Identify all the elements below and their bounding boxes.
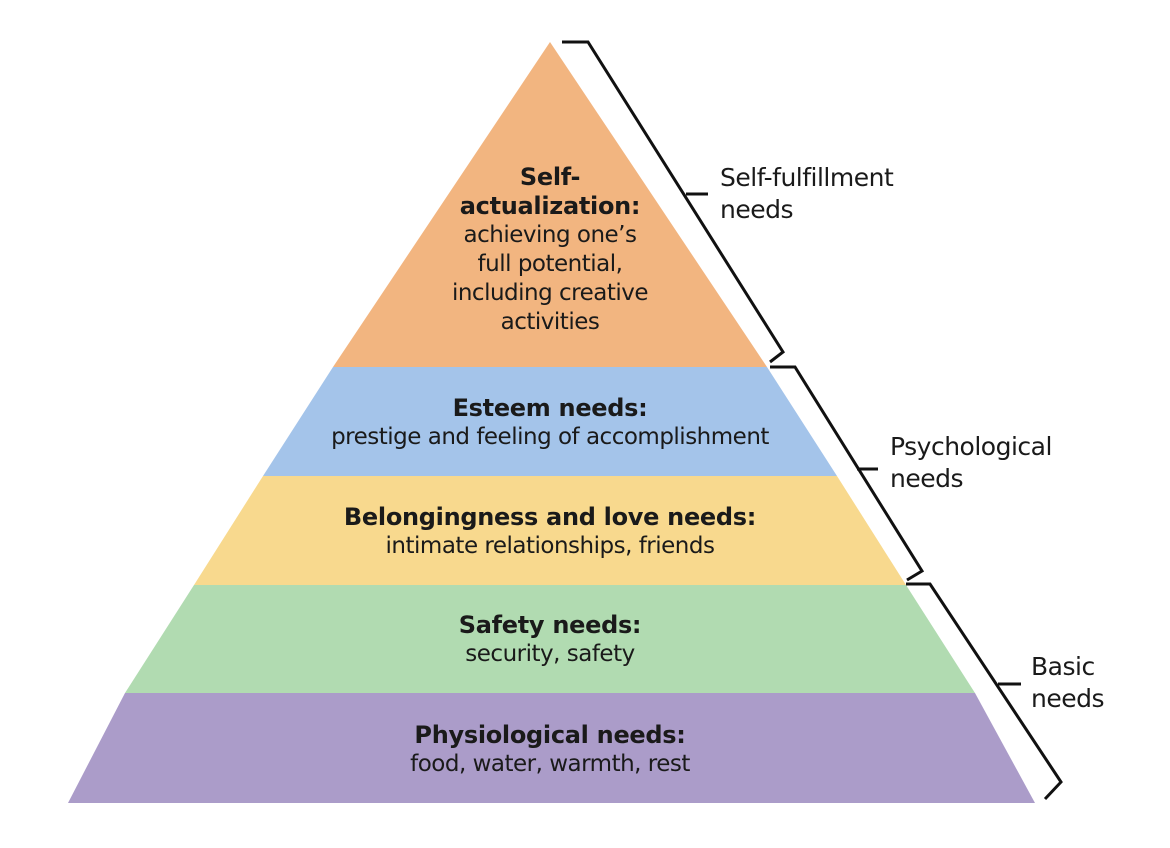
layer-physiological bbox=[68, 693, 1035, 803]
level-title: actualization: bbox=[459, 192, 641, 220]
bracket-self-fulfillment bbox=[562, 40, 785, 364]
label-physiological: Physiological needs: food, water, warmth… bbox=[410, 721, 690, 779]
level-desc: prestige and feeling of accomplishment bbox=[331, 424, 769, 450]
label-belongingness: Belongingness and love needs: intimate r… bbox=[344, 503, 756, 561]
layer-esteem bbox=[263, 367, 837, 476]
group-label-line: Basic bbox=[1031, 652, 1095, 681]
level-desc: including creative bbox=[451, 280, 649, 306]
group-label-line: Self-fulfillment bbox=[720, 163, 894, 192]
level-title: Safety needs: bbox=[458, 611, 642, 639]
level-desc: intimate relationships, friends bbox=[385, 533, 715, 559]
layer-safety bbox=[125, 585, 975, 693]
group-label-line: needs bbox=[890, 464, 964, 493]
group-label-self-fulfillment: Self-fulfillment needs bbox=[720, 162, 894, 226]
level-desc: achieving one’s bbox=[463, 222, 637, 248]
group-label-basic: Basic needs bbox=[1031, 651, 1105, 715]
layer-belongingness bbox=[194, 476, 906, 585]
group-label-psychological: Psychological needs bbox=[890, 431, 1052, 495]
level-title: Physiological needs: bbox=[414, 721, 686, 749]
group-label-line: needs bbox=[1031, 684, 1105, 713]
label-self-actualization: Self- actualization: achieving one’s ful… bbox=[451, 163, 649, 337]
level-desc: security, safety bbox=[465, 641, 635, 667]
level-desc: full potential, bbox=[477, 251, 623, 277]
label-safety: Safety needs: security, safety bbox=[458, 611, 642, 669]
level-title: Self- bbox=[519, 163, 581, 191]
bracket-basic bbox=[906, 582, 1063, 801]
level-title: Belongingness and love needs: bbox=[343, 503, 757, 531]
level-desc: activities bbox=[500, 309, 600, 335]
layer-self-actualization bbox=[333, 42, 767, 367]
group-label-line: Psychological bbox=[890, 432, 1052, 461]
label-esteem: Esteem needs: prestige and feeling of ac… bbox=[331, 394, 769, 452]
level-title: Esteem needs: bbox=[452, 394, 648, 422]
level-desc: food, water, warmth, rest bbox=[410, 751, 690, 777]
group-label-line: needs bbox=[720, 195, 794, 224]
